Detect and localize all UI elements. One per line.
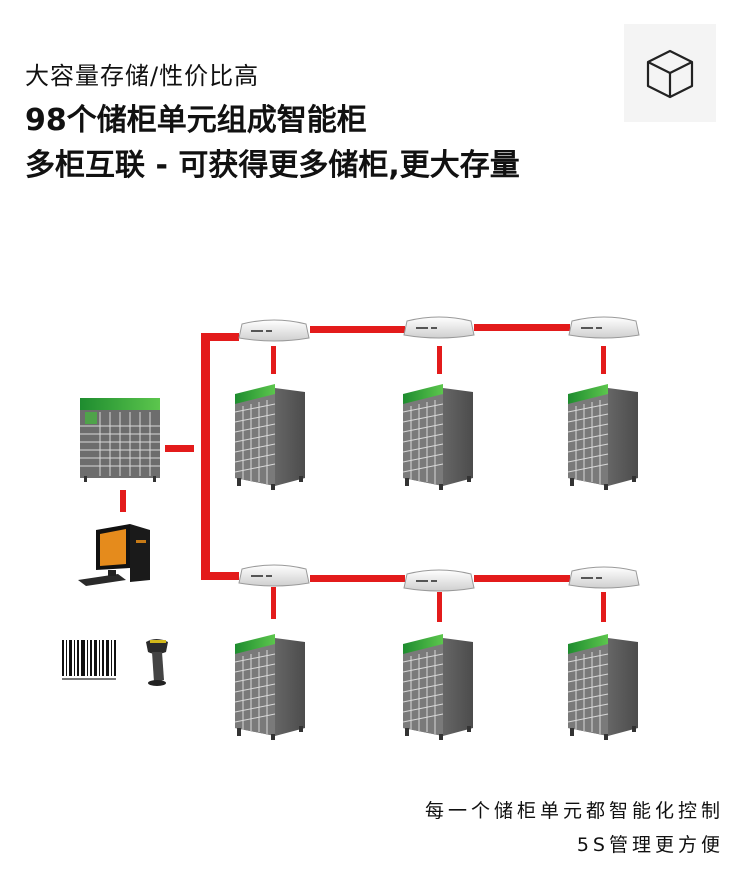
link-top-1-2	[310, 326, 405, 333]
headline-title: 98个储柜单元组成智能柜	[25, 103, 367, 138]
link-trunk-bottom	[201, 572, 239, 580]
link-trunk-vertical	[201, 333, 210, 580]
storage-locker-icon	[567, 383, 639, 491]
barcode-scanner-icon	[146, 639, 168, 686]
link-trunk-top	[201, 333, 239, 341]
barcode-icon	[62, 640, 116, 680]
storage-locker-icon	[402, 633, 474, 741]
storage-locker-icon	[567, 633, 639, 741]
link-top-2-3	[474, 324, 570, 331]
caption-line-2: 5S管理更方便	[576, 834, 724, 856]
link-bottom-1-2	[310, 575, 405, 582]
caption-line-1: 每一个储柜单元都智能化控制	[424, 800, 724, 822]
link-router-cab-2	[437, 346, 442, 374]
link-router-cab-6	[601, 592, 606, 622]
network-router-icon	[238, 319, 310, 342]
link-master-to-pc	[120, 490, 126, 512]
link-lines	[120, 324, 606, 622]
network-router-icon	[568, 316, 640, 339]
link-router-cab-4	[271, 587, 276, 619]
link-router-cab-1	[271, 346, 276, 374]
network-router-icon	[568, 566, 640, 589]
storage-locker-icon	[234, 384, 305, 490]
storage-locker-icon	[234, 633, 306, 741]
cube-icon	[646, 49, 694, 99]
link-master-to-trunk	[165, 445, 194, 452]
network-router-icon	[403, 569, 475, 592]
link-router-cab-5	[437, 592, 442, 622]
network-router-icon	[238, 564, 310, 587]
headline-tagline: 多柜互联 - 可获得更多储柜,更大存量	[25, 148, 520, 183]
master-cabinet-icon	[80, 398, 160, 482]
desktop-computer-icon	[78, 524, 150, 586]
link-bottom-2-3	[474, 575, 570, 582]
network-router-icon	[403, 316, 475, 339]
link-router-cab-3	[601, 346, 606, 374]
headline-subtitle: 大容量存储/性价比高	[25, 62, 260, 90]
storage-locker-icon	[402, 383, 474, 491]
cube-icon-box	[624, 24, 716, 122]
